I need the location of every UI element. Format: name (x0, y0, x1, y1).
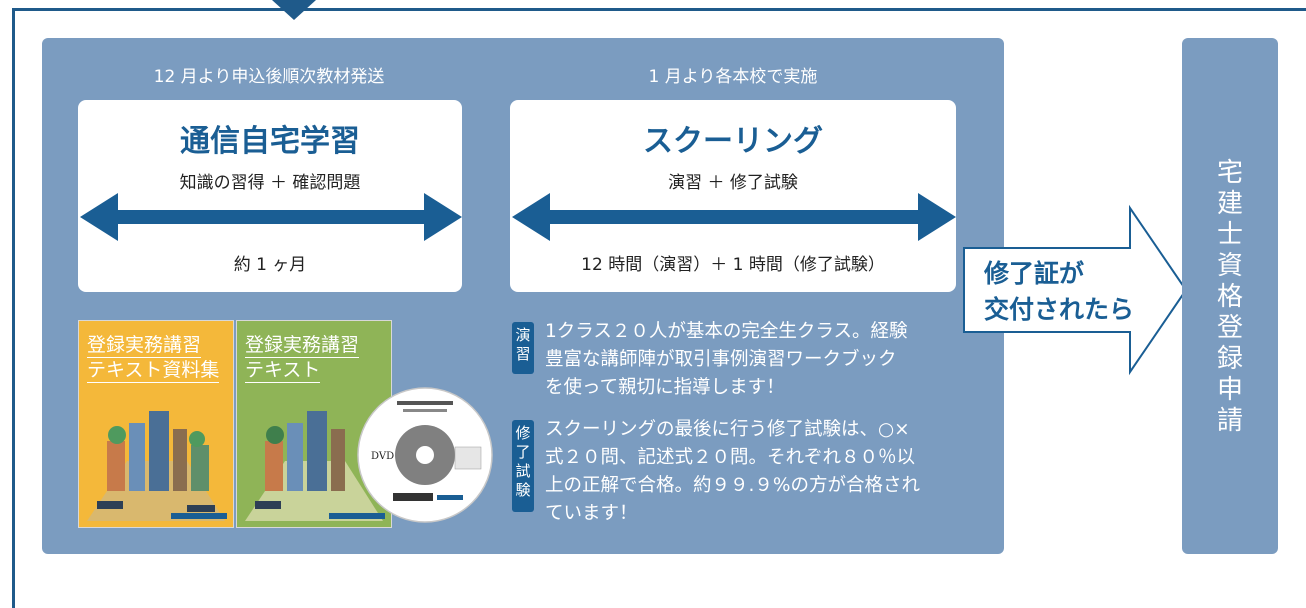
registration-label: 宅建士資格登録申請 (1216, 158, 1243, 436)
publisher-logo-icon (329, 513, 385, 519)
home-study-card: 通信自宅学習 知識の習得 ＋ 確認問題 約 1 ヶ月 (78, 100, 462, 292)
textbook-materials-title: 登録実務講習 テキスト資料集 (87, 334, 220, 383)
exam-tag: 修了試験 (512, 420, 534, 512)
city-illustration-icon (87, 411, 225, 521)
home-study-subtitle: 知識の習得 ＋ 確認問題 (179, 173, 361, 193)
registration-panel: 宅建士資格登録申請 (1182, 38, 1278, 554)
schooling-caption: 1 月より各本校で実施 (648, 67, 818, 87)
schooling-card: スクーリング 演習 ＋ 修了試験 12 時間（演習）＋ 1 時間（修了試験） (510, 100, 956, 292)
publisher-logo-icon (171, 513, 227, 519)
city-illustration-icon (245, 411, 383, 521)
dvd-label: DVD (371, 451, 394, 462)
right-arrow-icon (963, 204, 1188, 376)
down-arrow-icon (272, 0, 316, 20)
home-study-title: 通信自宅学習 (180, 124, 360, 159)
schooling-subtitle: 演習 ＋ 修了試験 (668, 173, 798, 193)
practice-description: 1クラス２０人が基本の完全生クラス。経験 豊富な講師陣が取引事例演習ワークブック… (545, 321, 908, 398)
home-study-span-arrow (80, 193, 462, 241)
textbook-title: 登録実務講習 テキスト (245, 334, 360, 383)
dvd-disc-icon: DVD (357, 387, 493, 523)
outer-frame (12, 8, 1306, 608)
schooling-duration: 12 時間（演習）＋ 1 時間（修了試験） (581, 255, 885, 275)
exam-description: スクーリングの最後に行う修了試験は、○× 式２０問、記述式２０問。それぞれ８０％… (545, 419, 920, 524)
certificate-issued-text: 修了証が 交付されたら (984, 259, 1135, 324)
practice-tag: 演習 (512, 322, 534, 374)
textbook-materials-cover: 登録実務講習 テキスト資料集 (78, 320, 234, 528)
home-study-duration: 約 1 ヶ月 (233, 255, 307, 275)
schooling-title: スクーリング (643, 124, 823, 159)
home-study-caption: 12 月より申込後順次教材発送 (153, 67, 385, 87)
schooling-span-arrow (512, 193, 956, 241)
